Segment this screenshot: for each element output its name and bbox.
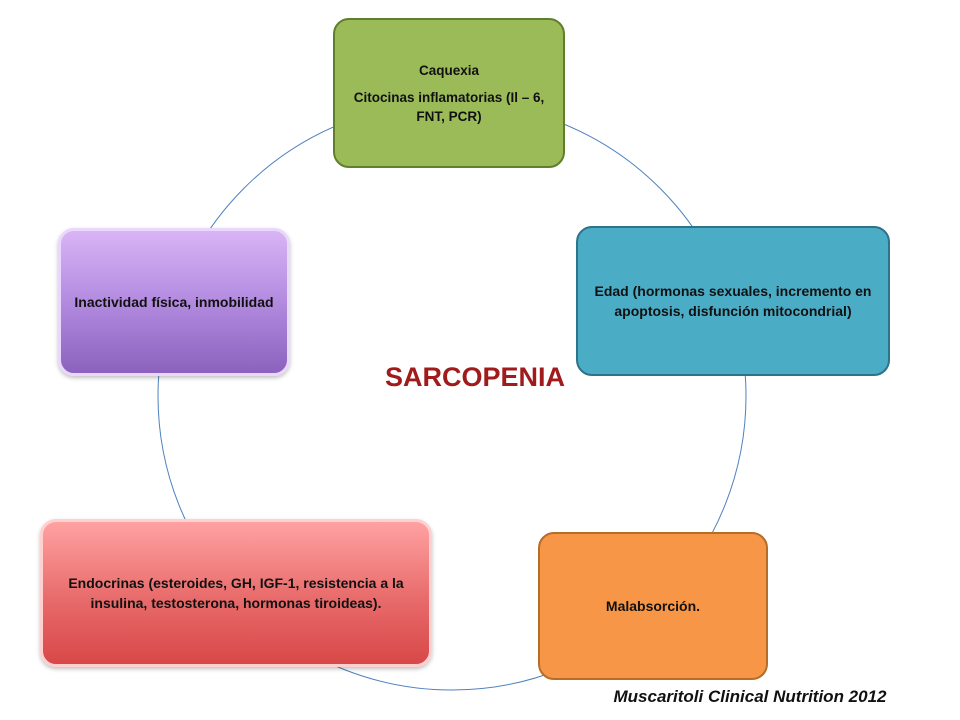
node-caquexia: Caquexia Citocinas inflamatorias (Il – 6… [333, 18, 565, 168]
center-title: SARCOPENIA [384, 362, 566, 392]
node-inactividad: Inactividad física, inmobilidad [58, 228, 290, 376]
node-caquexia-title: Caquexia [418, 62, 480, 78]
node-caquexia-detail: Citocinas inflamatorias (Il – 6, FNT, PC… [353, 89, 545, 124]
node-endocrinas: Endocrinas (esteroides, GH, IGF-1, resis… [40, 519, 432, 667]
node-endocrinas-label: Endocrinas (esteroides, GH, IGF-1, resis… [68, 575, 404, 611]
node-edad: Edad (hormonas sexuales, incremento en a… [576, 226, 890, 376]
node-malabsorcion-label: Malabsorción. [605, 598, 701, 614]
node-inactividad-label: Inactividad física, inmobilidad [74, 294, 274, 310]
node-malabsorcion: Malabsorción. [538, 532, 768, 680]
citation: Muscaritoli Clinical Nutrition 2012 [613, 687, 887, 706]
node-edad-label: Edad (hormonas sexuales, incremento en a… [594, 283, 872, 319]
